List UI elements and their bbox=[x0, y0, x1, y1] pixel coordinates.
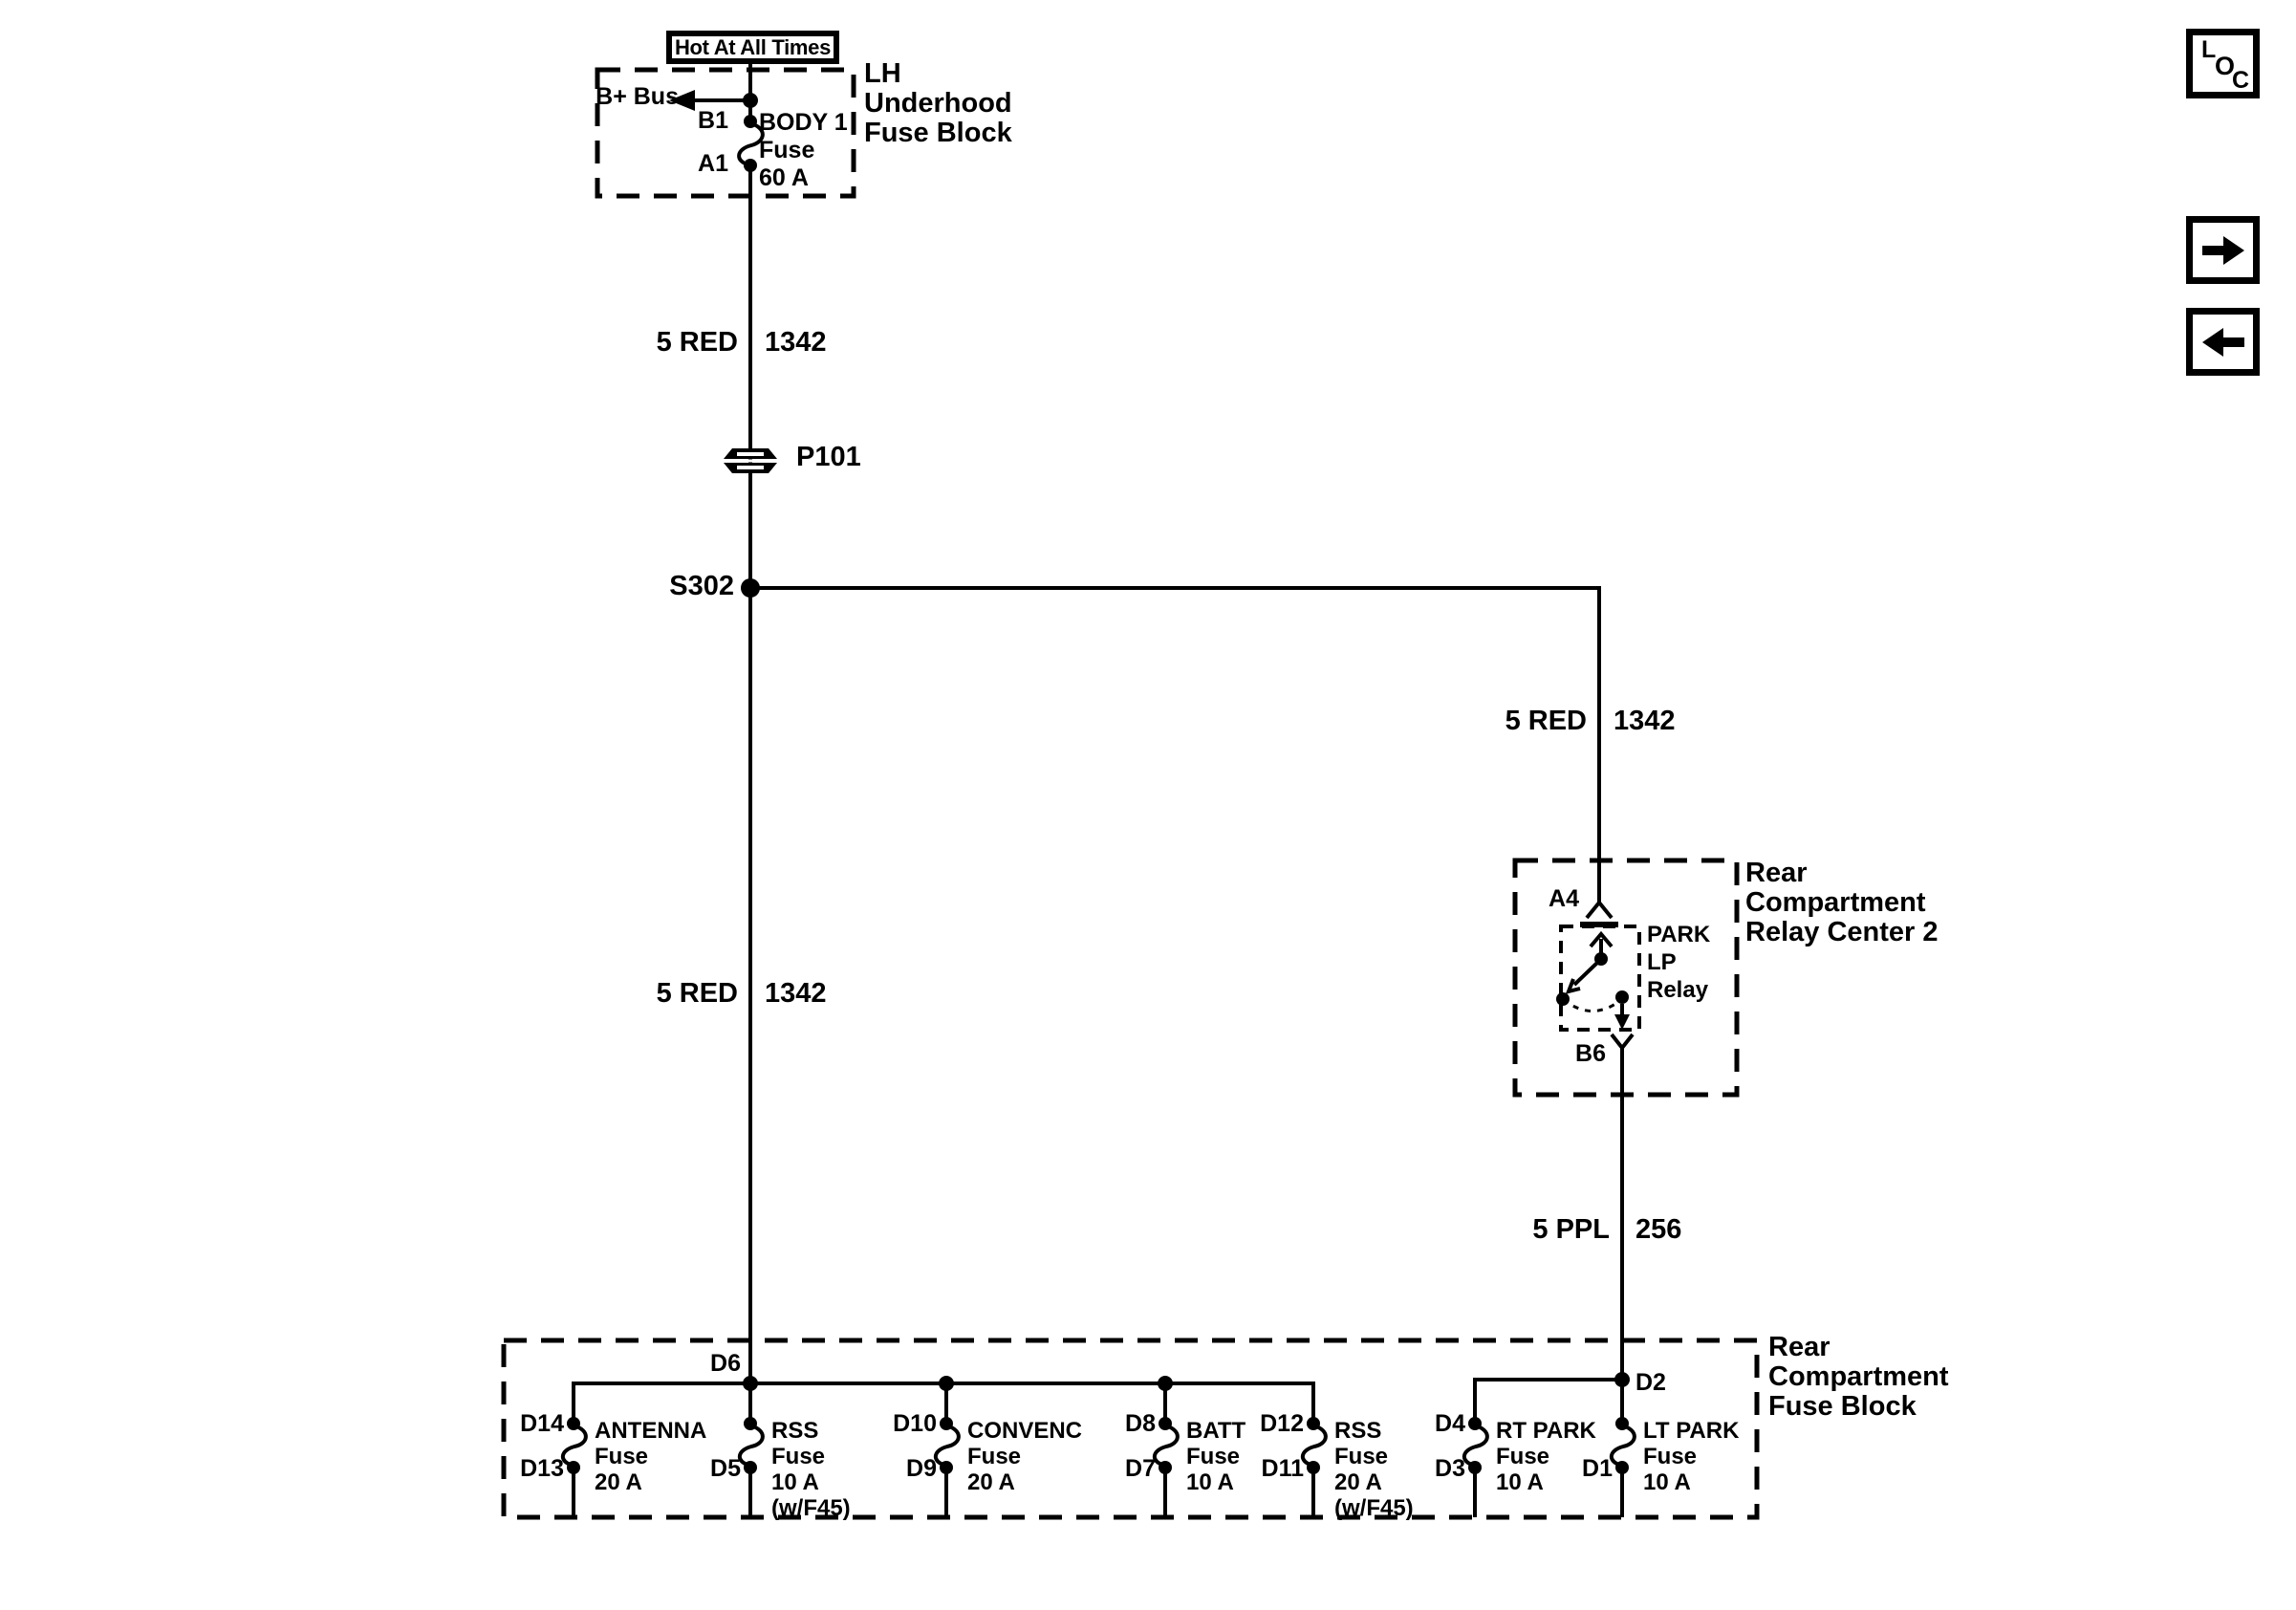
body1-fuse-label: BODY 1 Fuse 60 A bbox=[759, 109, 848, 191]
b6-connector-symbol bbox=[1610, 1033, 1635, 1380]
relay-name-label: PARK LP Relay bbox=[1647, 922, 1711, 1003]
wire-circuit-seg4: 256 bbox=[1635, 1214, 1682, 1245]
terminal-label-a4: A4 bbox=[1549, 885, 1579, 912]
s302-splice bbox=[741, 578, 1601, 903]
terminal-label-d4: D4 bbox=[1435, 1410, 1465, 1437]
previous-page-button[interactable] bbox=[2186, 308, 2260, 376]
fuse-symbols bbox=[560, 1417, 1636, 1517]
terminal-label-d11: D11 bbox=[1261, 1455, 1304, 1482]
bplus-bus-arrow bbox=[669, 90, 758, 111]
terminal-label-d9: D9 bbox=[906, 1455, 937, 1482]
rear-fuse-block-border bbox=[501, 1338, 1760, 1520]
wire-label-seg3: 5 RED bbox=[656, 978, 738, 1009]
wire-label-seg2: 5 RED bbox=[1505, 706, 1587, 736]
loc-letter-o: O bbox=[2215, 52, 2236, 80]
wire-label-seg4: 5 PPL bbox=[1532, 1214, 1610, 1245]
underhood-block-title: LH Underhood Fuse Block bbox=[864, 58, 1012, 148]
fuse-bus-wires bbox=[572, 1372, 1630, 1424]
arrow-right-icon bbox=[2201, 235, 2244, 265]
terminal-label-b6: B6 bbox=[1575, 1040, 1606, 1067]
power-source-label: Hot At All Times bbox=[666, 31, 839, 64]
terminal-label-d1: D1 bbox=[1582, 1455, 1613, 1482]
connector-label-p101: P101 bbox=[796, 442, 861, 472]
rear-fuse-block-title: Rear Compartment Fuse Block bbox=[1768, 1332, 1949, 1422]
a4-connector-symbol bbox=[1580, 901, 1618, 927]
p101-connector-symbol bbox=[720, 448, 781, 473]
terminal-label-d14: D14 bbox=[520, 1410, 564, 1437]
terminal-label-d5: D5 bbox=[710, 1455, 741, 1482]
arrow-left-icon bbox=[2201, 327, 2244, 357]
terminal-label-b1: B1 bbox=[698, 107, 728, 134]
body1-fuse-symbol bbox=[737, 115, 765, 172]
wire-circuit-seg1: 1342 bbox=[765, 327, 827, 358]
fuse-label-rss-10a: RSS Fuse 10 A (w/F45) bbox=[771, 1418, 851, 1521]
fuse-label-batt: BATT Fuse 10 A bbox=[1186, 1418, 1246, 1495]
terminal-label-d7: D7 bbox=[1125, 1455, 1156, 1482]
terminal-label-d12: D12 bbox=[1260, 1410, 1304, 1437]
wire-circuit-seg3: 1342 bbox=[765, 978, 827, 1009]
terminal-label-a1: A1 bbox=[698, 150, 728, 177]
park-lp-relay-symbol bbox=[1556, 930, 1630, 1030]
terminal-label-d6: D6 bbox=[710, 1350, 741, 1377]
wire-circuit-seg2: 1342 bbox=[1614, 706, 1676, 736]
terminal-label-d3: D3 bbox=[1435, 1455, 1465, 1482]
fuse-label-lt-park: LT PARK Fuse 10 A bbox=[1643, 1418, 1740, 1495]
wire-label-seg1: 5 RED bbox=[656, 327, 738, 358]
bplus-bus-label: B+ Bus bbox=[596, 83, 679, 110]
fuse-label-rss-20a: RSS Fuse 20 A (w/F45) bbox=[1334, 1418, 1414, 1521]
next-page-button[interactable] bbox=[2186, 216, 2260, 284]
fuse-label-convenc: CONVENC Fuse 20 A bbox=[967, 1418, 1083, 1495]
splice-label-s302: S302 bbox=[669, 571, 734, 601]
fuse-label-rt-park: RT PARK Fuse 10 A bbox=[1496, 1418, 1596, 1495]
fuse-label-antenna: ANTENNA Fuse 20 A bbox=[595, 1418, 707, 1495]
terminal-label-d8: D8 bbox=[1125, 1410, 1156, 1437]
loc-letter-l: L bbox=[2201, 36, 2217, 63]
relay-center-title: Rear Compartment Relay Center 2 bbox=[1745, 858, 1939, 947]
loc-letter-c: C bbox=[2232, 67, 2250, 94]
terminal-label-d13: D13 bbox=[520, 1455, 564, 1482]
terminal-label-d10: D10 bbox=[893, 1410, 937, 1437]
underhood-box-border bbox=[595, 67, 856, 199]
relay-inner-box-border bbox=[1559, 925, 1641, 1032]
terminal-label-d2: D2 bbox=[1635, 1369, 1666, 1396]
loc-button[interactable]: L O C bbox=[2186, 29, 2260, 98]
relay-center-box-border bbox=[1512, 858, 1740, 1098]
